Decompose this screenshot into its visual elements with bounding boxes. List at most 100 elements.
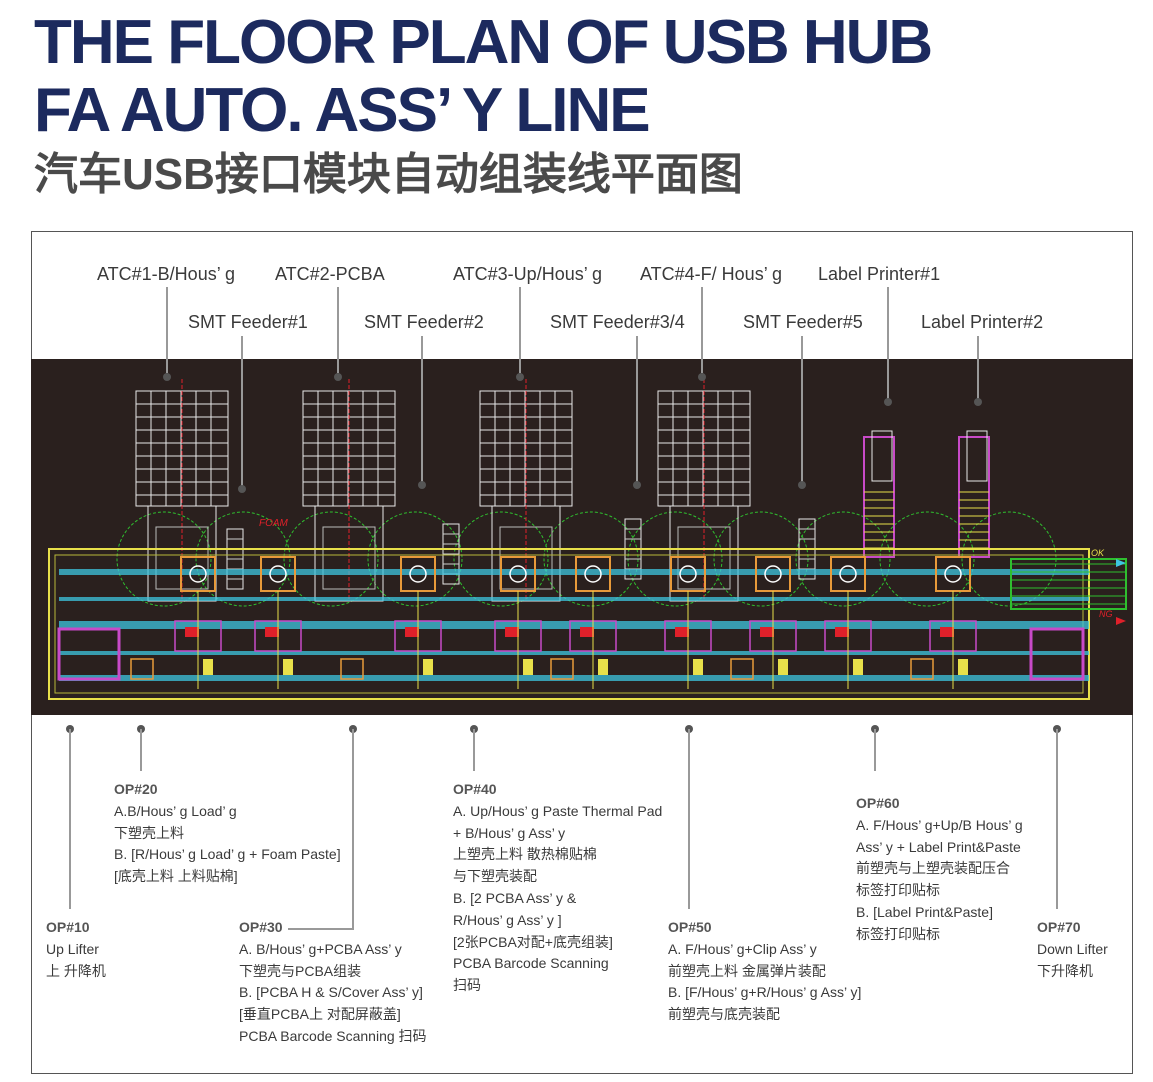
op60-line: B. [Label Print&Paste] [856,903,993,920]
leader-dot-atc4 [698,373,706,381]
op40-line: [2张PCBA对配+底壳组装] [453,933,613,950]
tray [730,658,754,680]
label-atc2: ATC#2-PCBA [275,264,385,284]
label-label-printer-2: Label Printer#2 [921,312,1044,332]
op70-line: 下升降机 [1037,962,1093,979]
op30-line: [垂直PCBA上 对配屏蔽盖] [239,1006,401,1023]
leader-dot-label-printer-1 [884,398,892,406]
op40-line: R/Hous’ g Ass’ y ] [453,911,562,928]
station [254,556,302,689]
station [664,556,712,689]
ng-mark: NG [1099,609,1113,619]
station [394,556,442,689]
leader-label-printer-2 [977,336,979,401]
tray [340,658,364,680]
label-atc4: ATC#4-F/ Hous’ g [640,264,783,284]
op30-line: PCBA Barcode Scanning 扫码 [239,1027,427,1044]
op60-line: 标签打印贴标 [856,925,940,942]
op40-line: B. [2 PCBA Ass’ y & [453,889,577,906]
robot-reach-circles [116,511,1057,607]
ok-mark: OK [1091,548,1105,558]
atc-towers [135,379,751,602]
leader-smt-feeder-2 [421,336,423,484]
leader-op30 [352,729,354,929]
station [929,556,977,689]
op50-line: 前塑壳与底壳装配 [668,1006,780,1023]
label-smt-feeder-5: SMT Feeder#5 [743,312,863,332]
op60-heading: OP#60 [856,795,900,811]
op20-heading: OP#20 [114,781,158,797]
op10-line: Up Lifter [46,940,99,957]
title-line-2: FA AUTO. ASS’ Y LINE [34,76,651,145]
leader-dot-atc3 [516,373,524,381]
leader-dot-smt-feeder-3-4 [633,481,641,489]
atc-tower [135,379,229,602]
leader-dot-smt-feeder-2 [418,481,426,489]
leader-op30-elbow [288,928,354,930]
up-lifter [57,627,121,681]
op40-line: 扫码 [453,977,481,994]
conveyor-rail [59,569,1089,575]
label-atc3: ATC#3-Up/Hous’ g [453,264,603,284]
reach-circle [453,511,549,607]
leader-dot-atc2 [334,373,342,381]
atc-tower [657,379,751,602]
leader-atc1 [166,287,168,373]
foam-mark: FOAM [259,518,289,529]
op30-line: A. B/Hous’ g+PCBA Ass’ y [239,940,402,957]
subtitle-chinese: 汽车USB接口模块自动组装线平面图 [34,150,743,199]
leader-op70 [1056,729,1058,909]
leader-op20 [140,729,142,771]
op60-line: 标签打印贴标 [856,882,940,899]
op40-line: 与下塑壳装配 [453,868,537,885]
op10-line: 上 升降机 [46,962,106,979]
leader-dot-atc1 [163,373,171,381]
op30-line: B. [PCBA H & S/Cover Ass’ y] [239,984,423,1001]
leader-smt-feeder-5 [801,336,803,484]
op50-line: 前塑壳上料 金属弹片装配 [668,962,826,979]
op10-heading: OP#10 [46,919,90,935]
reach-circle [795,511,891,607]
ok-arrow-icon [1116,559,1126,567]
station [749,556,797,689]
leader-dot-smt-feeder-5 [798,481,806,489]
reach-circle [283,511,379,607]
ng-arrow-icon [1116,617,1126,625]
station [824,556,872,689]
leader-smt-feeder-1 [241,336,243,488]
conveyors [57,558,1127,681]
station [174,556,222,689]
label-atc1: ATC#1-B/Hous’ g [97,264,236,284]
tray [130,658,154,680]
leader-atc2 [337,287,339,373]
op20-line: A.B/Hous’ g Load’ g [114,802,237,819]
op20-line: [底壳上料 上料贴棉] [114,868,238,885]
op60-line: 前塑壳与上塑壳装配压合 [856,860,1010,877]
leader-op10 [69,729,71,909]
op50-line: B. [F/Hous’ g+R/Hous’ g Ass’ y] [668,984,862,1001]
op40-line: A. Up/Hous’ g Paste Thermal Pad [453,802,663,819]
op50-heading: OP#50 [668,919,712,935]
op70-line: Down Lifter [1037,940,1108,957]
station [569,556,617,689]
op40-line: 上塑壳上料 散热棉贴棉 [453,846,597,863]
op40-heading: OP#40 [453,781,497,797]
op10-block: OP#10 Up Lifter 上 升降机 [46,917,106,982]
reach-circle [367,511,463,607]
label-smt-feeder-2: SMT Feeder#2 [364,312,484,332]
leader-op40 [473,729,475,771]
op60-line: Ass’ y + Label Print&Paste [856,838,1021,855]
floor-plan-drawing: FOAM OK NG [31,359,1133,715]
conveyor-rail [59,597,1089,601]
leader-atc3 [519,287,521,373]
op70-heading: OP#70 [1037,919,1081,935]
atc-tower [302,379,396,602]
leader-dot-label-printer-2 [974,398,982,406]
tray [550,658,574,680]
station [494,556,542,689]
